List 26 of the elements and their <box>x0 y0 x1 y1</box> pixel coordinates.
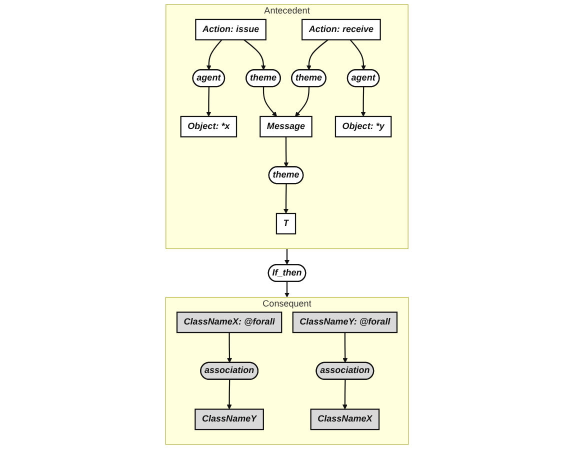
arrow <box>284 281 290 298</box>
node-box: Action: issue <box>195 18 266 40</box>
node-box: Object: *x <box>180 116 238 138</box>
node-box: ClassNameY <box>194 408 264 430</box>
arrow <box>206 39 222 70</box>
arrow <box>306 39 328 70</box>
arrow <box>350 39 366 70</box>
arrow <box>227 332 232 363</box>
arrow <box>284 248 290 265</box>
arrow <box>342 380 348 410</box>
node-box: T <box>276 212 296 234</box>
arrow <box>284 184 288 214</box>
arrow <box>342 332 348 363</box>
arrow <box>360 86 366 117</box>
node-box: ClassNameY: @forall <box>292 312 398 334</box>
arrow <box>226 380 232 410</box>
node-box: Object: *y <box>334 116 392 138</box>
arrow <box>262 86 278 117</box>
arrow <box>206 86 212 117</box>
node-box: Message <box>260 116 312 138</box>
node-box: ClassNameX: @forall <box>176 312 282 334</box>
node-box: ClassNameX <box>310 408 380 430</box>
arrow <box>284 136 289 168</box>
arrow <box>294 86 310 117</box>
arrow <box>244 39 266 70</box>
node-box: Action: receive <box>302 18 381 40</box>
